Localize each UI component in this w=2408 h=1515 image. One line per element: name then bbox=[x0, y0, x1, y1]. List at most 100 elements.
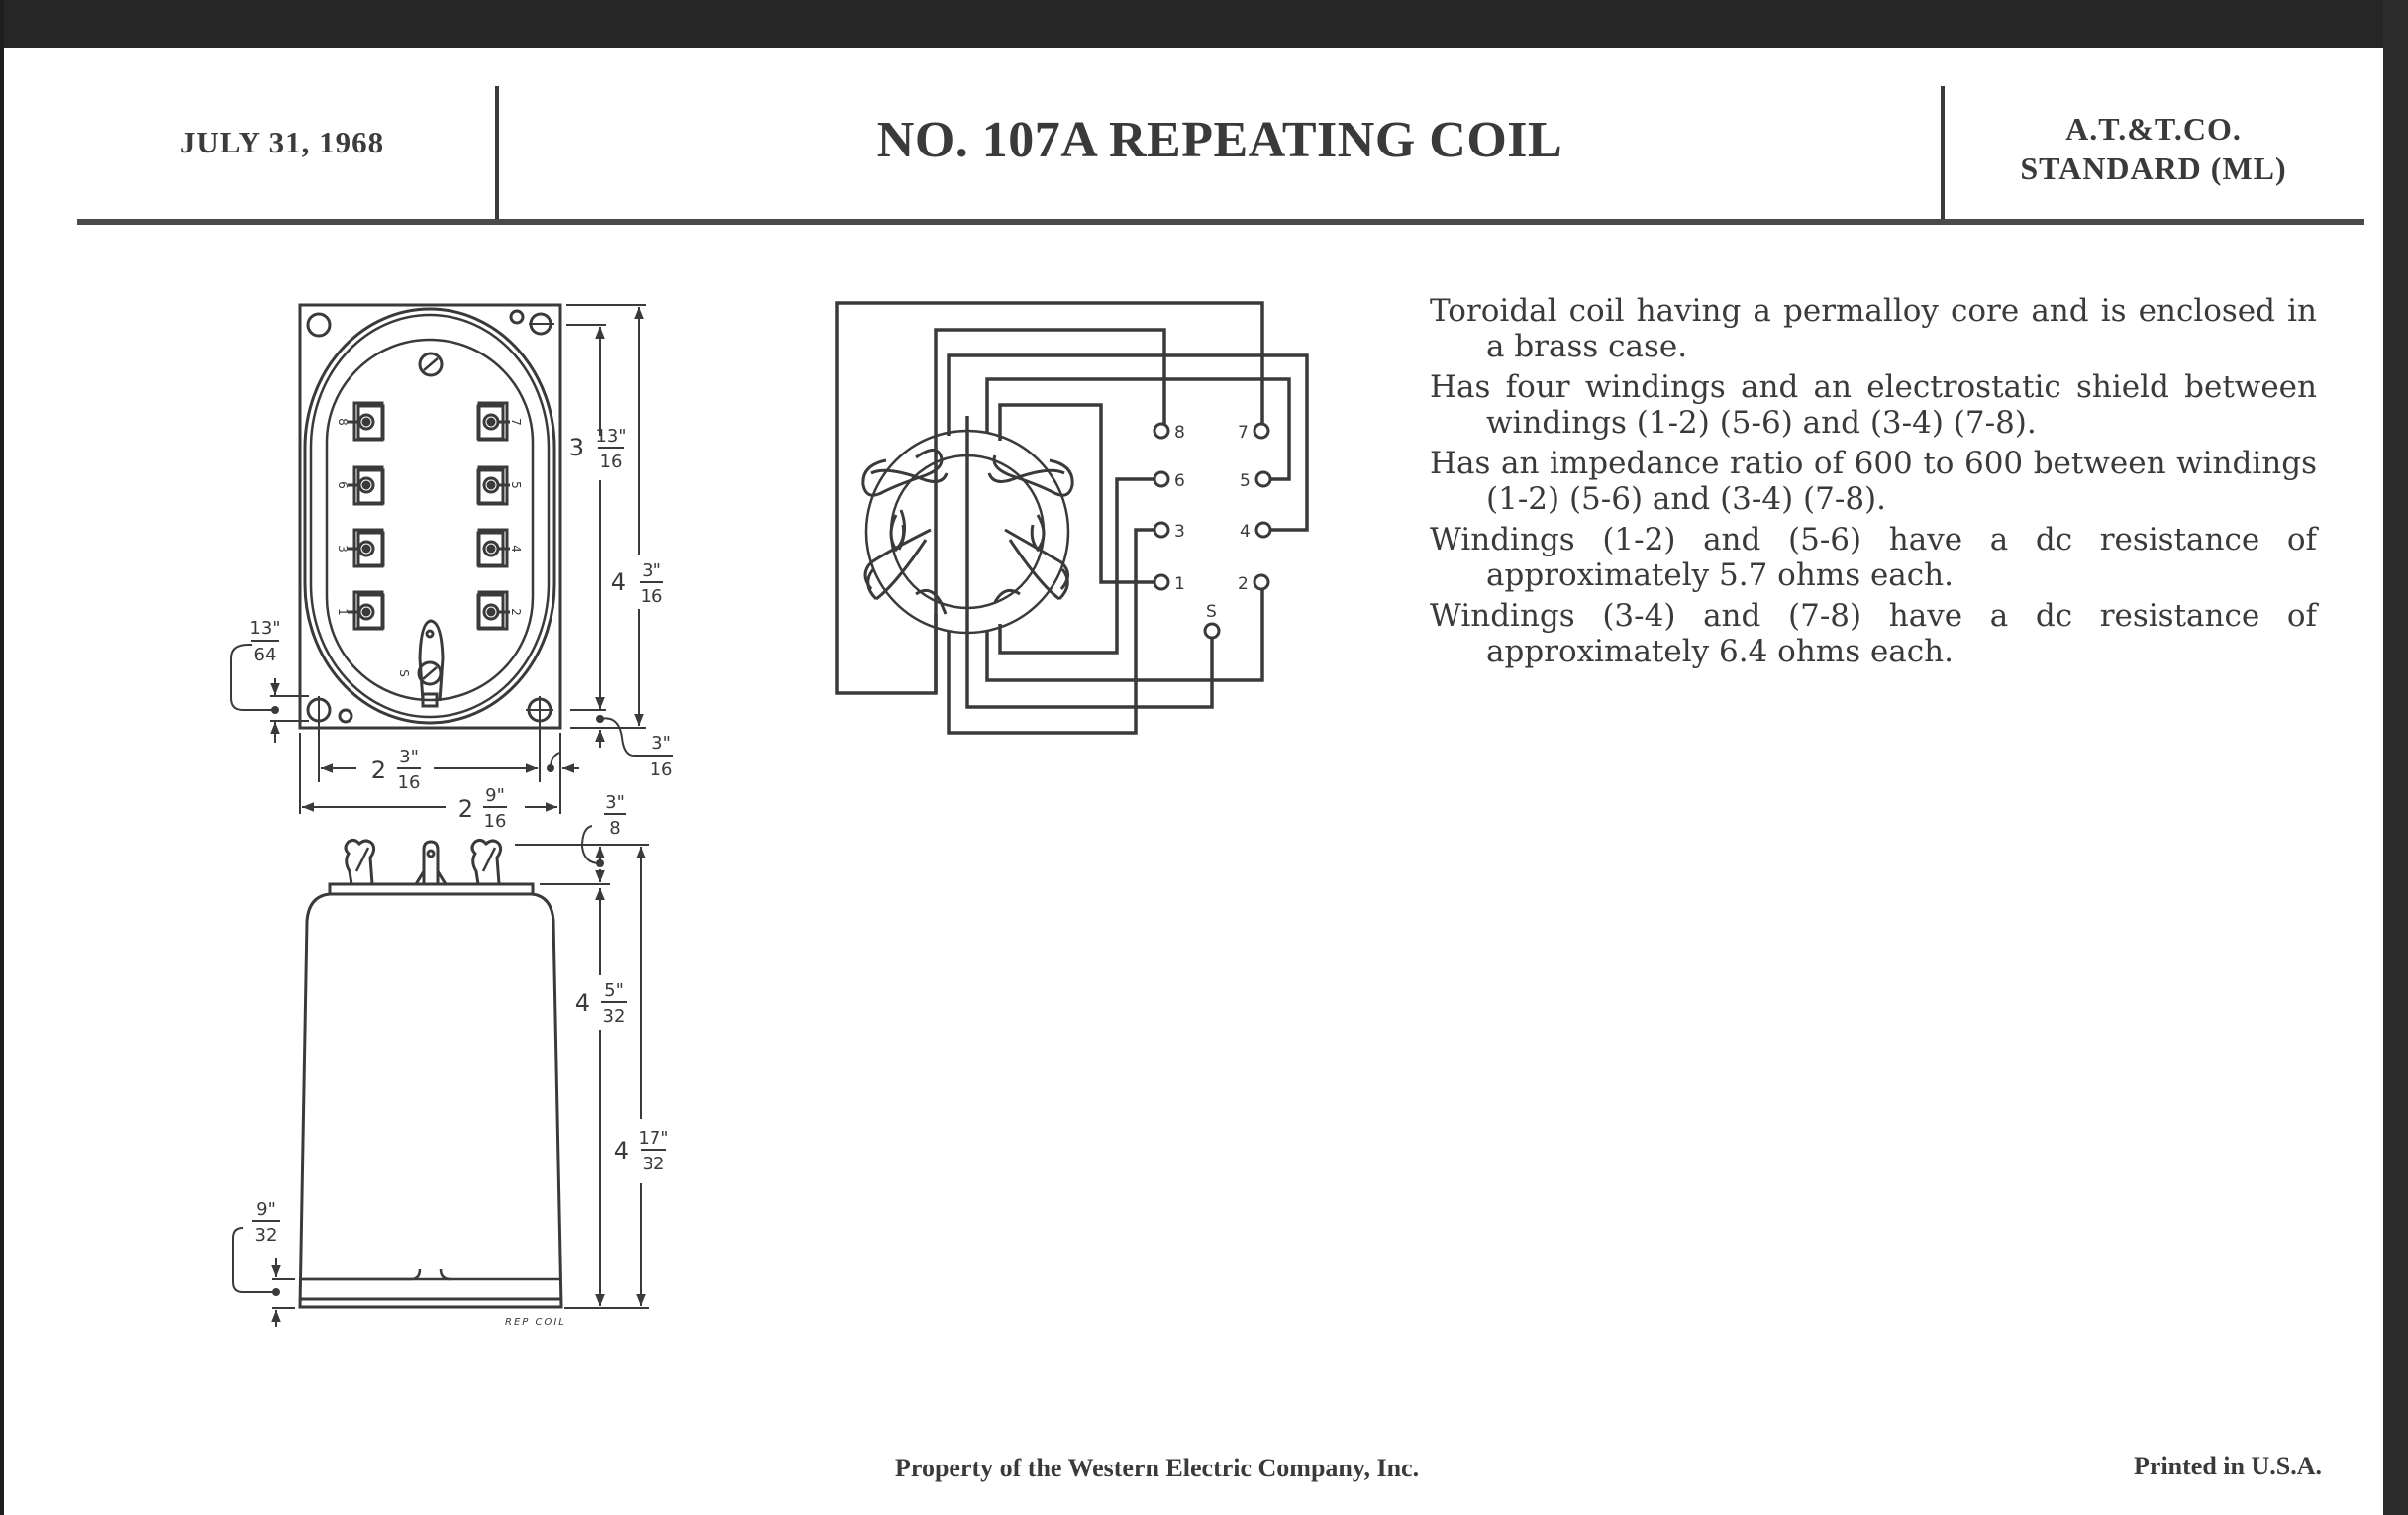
header-divider-right bbox=[1941, 86, 1945, 221]
side-view-drawing: REP COIL bbox=[298, 838, 566, 1328]
dim-edge-offset: 3" 16 bbox=[650, 733, 673, 780]
dim-numerator: 3" bbox=[652, 733, 671, 754]
dim-hole-offset: 13" 64 bbox=[250, 618, 280, 665]
schematic-label-s: S bbox=[1206, 602, 1217, 622]
dim-numerator: 9" bbox=[256, 1199, 276, 1220]
side-case-body bbox=[298, 892, 563, 1309]
footer-printed-in: Printed in U.S.A. bbox=[2134, 1452, 2322, 1480]
wire-4 bbox=[947, 354, 1309, 532]
case-inner-rim bbox=[309, 313, 551, 719]
dim-overall-height: 4 17" 32 bbox=[614, 1128, 669, 1174]
dim-numerator: 3" bbox=[399, 747, 419, 767]
dim-numerator: 3" bbox=[642, 560, 661, 581]
description-text: Toroidal coil having a permalloy core an… bbox=[1430, 293, 2317, 674]
dim-numerator: 3" bbox=[605, 792, 625, 813]
description-paragraph: Windings (3-4) and (7-8) have a dc resis… bbox=[1430, 598, 2317, 669]
winding-coils bbox=[861, 449, 1074, 615]
terminal-label-1: 1 bbox=[336, 608, 350, 616]
header-standard-line2: STANDARD (ML) bbox=[2020, 151, 2287, 186]
scan-border-left bbox=[0, 0, 4, 1515]
schematic-label-6: 6 bbox=[1174, 471, 1185, 491]
schematic-terminal-4 bbox=[1254, 521, 1272, 539]
dim-whole: 4 bbox=[614, 1137, 629, 1164]
top-view-terminal-labels: 8 6 3 1 7 5 4 2 S bbox=[336, 418, 523, 677]
dim-whole: 3 bbox=[569, 434, 584, 461]
wire-7 bbox=[835, 301, 1264, 695]
dim-denominator: 16 bbox=[651, 759, 673, 780]
dim-denominator: 32 bbox=[603, 1006, 626, 1027]
schematic-label-8: 8 bbox=[1174, 423, 1185, 443]
schematic-label-3: 3 bbox=[1174, 522, 1185, 542]
terminal-label-5: 5 bbox=[509, 481, 523, 489]
cover-screw bbox=[418, 352, 444, 377]
terminal-label-7: 7 bbox=[509, 418, 523, 426]
side-view-label: REP COIL bbox=[505, 1317, 566, 1328]
dim-overall-width: 2 9" 16 bbox=[458, 785, 507, 832]
dim-numerator: 9" bbox=[485, 785, 505, 806]
dim-numerator: 5" bbox=[604, 980, 624, 1001]
schematic-label-4: 4 bbox=[1240, 522, 1251, 542]
dim-denominator: 64 bbox=[254, 645, 277, 665]
dim-terminal-height: 3" 8 bbox=[604, 792, 626, 839]
dim-denominator: 8 bbox=[609, 818, 620, 839]
dim-whole: 2 bbox=[458, 795, 473, 823]
page-title: NO. 107A REPEATING COIL bbox=[876, 112, 1563, 168]
scan-border-right bbox=[2383, 0, 2408, 1515]
dim-hole-spacing: 2 3" 16 bbox=[371, 747, 421, 793]
schematic-terminal-labels: 8 7 6 5 3 4 1 2 S bbox=[1174, 423, 1251, 622]
dim-numerator: 17" bbox=[638, 1128, 668, 1149]
side-view-dimension-lines bbox=[232, 825, 649, 1327]
terminal-3 bbox=[348, 528, 385, 568]
schematic-label-7: 7 bbox=[1238, 423, 1249, 443]
dim-numerator: 13" bbox=[595, 426, 626, 447]
schematic-label-1: 1 bbox=[1174, 574, 1185, 594]
dim-denominator: 16 bbox=[641, 586, 663, 607]
side-view-dimension-labels: 3" 8 4 5" 32 4 17" 32 9" 32 bbox=[252, 792, 669, 1246]
terminal-label-3: 3 bbox=[336, 545, 350, 553]
schematic-terminal-5 bbox=[1254, 470, 1272, 488]
schematic-terminal-7 bbox=[1253, 422, 1270, 440]
schematic-terminal-1 bbox=[1153, 573, 1170, 591]
terminal-5 bbox=[476, 465, 510, 506]
dim-denominator: 16 bbox=[484, 811, 507, 832]
terminal-label-2: 2 bbox=[509, 608, 523, 616]
description-paragraph: Windings (1-2) and (5-6) have a dc resis… bbox=[1430, 522, 2317, 593]
description-paragraph: Toroidal coil having a permalloy core an… bbox=[1430, 293, 2317, 364]
top-view-dimension-lines bbox=[230, 304, 653, 814]
dim-inner-height: 3 13" 16 bbox=[569, 426, 627, 472]
terminal-7 bbox=[476, 401, 510, 442]
wire-2 bbox=[985, 590, 1264, 682]
side-terminal-right bbox=[470, 838, 503, 885]
schematic-terminal-8 bbox=[1153, 422, 1170, 440]
top-view-dimension-labels: 3 13" 16 4 3" 16 13" 64 2 3" 16 3" 16 bbox=[250, 426, 673, 832]
shield-lug bbox=[418, 619, 445, 702]
schematic-terminal-6 bbox=[1153, 470, 1170, 488]
wire-shield bbox=[965, 634, 1214, 709]
dim-body-height: 4 5" 32 bbox=[575, 980, 627, 1027]
terminal-label-6: 6 bbox=[336, 481, 350, 489]
terminal-label-4: 4 bbox=[509, 545, 523, 553]
dim-whole: 4 bbox=[575, 989, 590, 1017]
schematic-terminal-2 bbox=[1253, 573, 1270, 591]
header-standard: A.T.&T.CO. STANDARD (ML) bbox=[1946, 109, 2361, 188]
dim-whole: 2 bbox=[371, 757, 386, 784]
document-page bbox=[4, 48, 2383, 1515]
wire-3 bbox=[947, 528, 1154, 735]
terminal-2 bbox=[476, 590, 510, 631]
dim-denominator: 16 bbox=[600, 452, 623, 472]
dim-outer-height: 4 3" 16 bbox=[611, 560, 663, 607]
schematic-terminal-s bbox=[1203, 622, 1221, 640]
dim-whole: 4 bbox=[611, 568, 626, 596]
terminal-6 bbox=[348, 465, 385, 506]
header-rule bbox=[77, 219, 2364, 225]
dim-denominator: 16 bbox=[398, 772, 421, 793]
mounting-plate bbox=[298, 303, 562, 730]
shield-terminal-label: S bbox=[397, 669, 411, 677]
wire-1 bbox=[998, 403, 1154, 584]
schematic-label-2: 2 bbox=[1238, 574, 1249, 594]
small-hole-bottom-left bbox=[338, 708, 353, 724]
top-view-terminals bbox=[348, 401, 510, 631]
schematic-label-5: 5 bbox=[1240, 471, 1251, 491]
side-terminal-left bbox=[344, 838, 376, 885]
top-view-drawing bbox=[298, 303, 562, 782]
